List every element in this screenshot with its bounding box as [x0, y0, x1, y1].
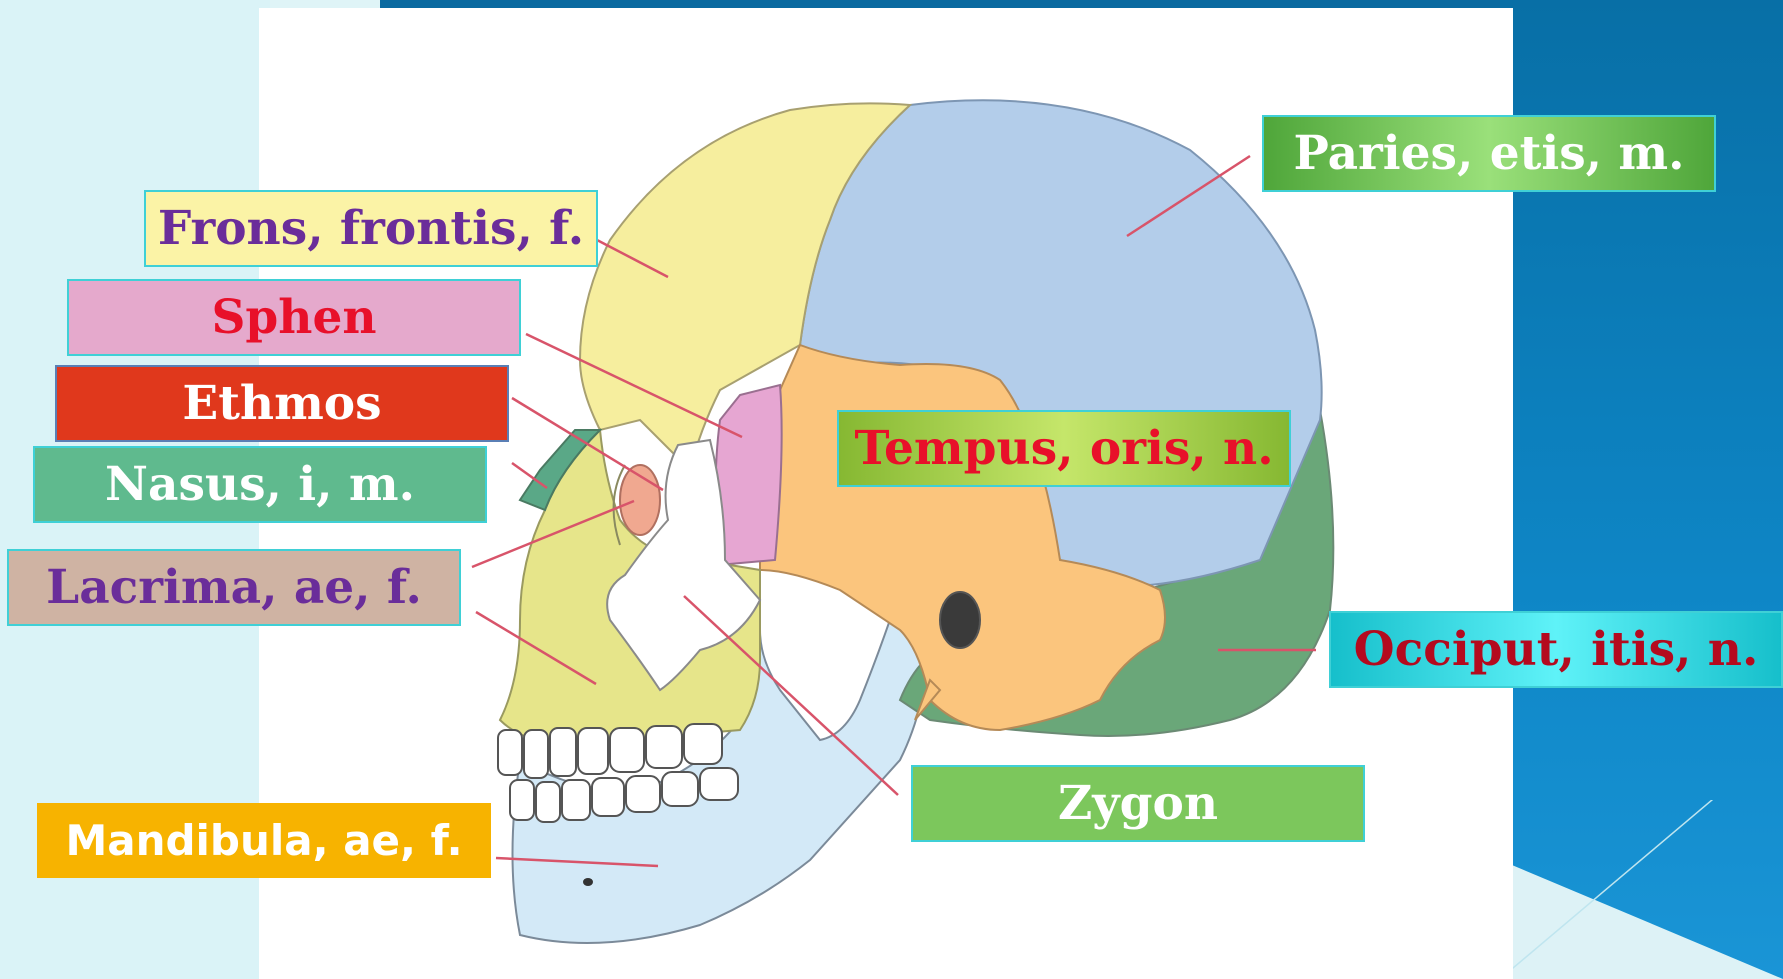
label-tempus-text: Tempus, oris, n.: [854, 421, 1273, 476]
label-nasus-text: Nasus, i, m.: [105, 457, 415, 512]
label-paries: Paries, etis, m.: [1262, 115, 1716, 192]
label-sphen: Sphen: [67, 279, 521, 356]
label-mandibula: Mandibula, ae, f.: [37, 803, 491, 878]
label-frons: Frons, frontis, f.: [144, 190, 598, 267]
label-nasus: Nasus, i, m.: [33, 446, 487, 523]
label-paries-text: Paries, etis, m.: [1294, 126, 1685, 181]
label-occiput: Occiput, itis, n.: [1329, 611, 1783, 688]
label-zygon: Zygon: [911, 765, 1365, 842]
label-tempus: Tempus, oris, n.: [837, 410, 1291, 487]
label-zygon-text: Zygon: [1058, 776, 1218, 831]
mental-foramen: [583, 878, 593, 886]
ear-canal: [940, 592, 980, 648]
label-sphen-text: Sphen: [211, 290, 376, 345]
label-mandibula-text: Mandibula, ae, f.: [65, 816, 462, 865]
label-lacrima: Lacrima, ae, f.: [7, 549, 461, 626]
label-ethmos: Ethmos: [55, 365, 509, 442]
label-occiput-text: Occiput, itis, n.: [1354, 622, 1759, 677]
label-ethmos-text: Ethmos: [182, 376, 381, 431]
label-frons-text: Frons, frontis, f.: [158, 201, 584, 256]
label-lacrima-text: Lacrima, ae, f.: [46, 560, 422, 615]
